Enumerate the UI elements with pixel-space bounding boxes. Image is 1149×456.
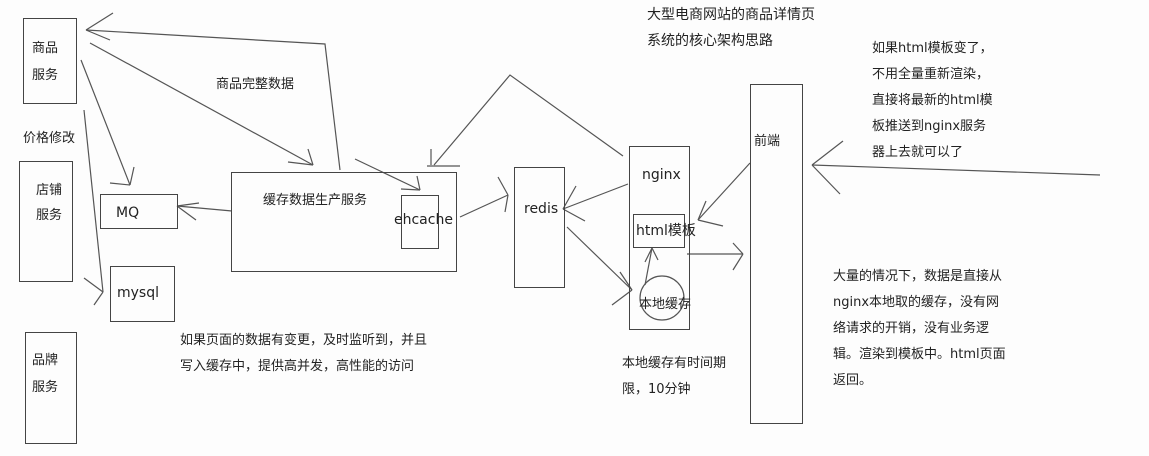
ehcache-box	[401, 195, 439, 249]
high-volume-note: 辑。渲染到模板中。html页面	[833, 347, 1006, 362]
local-cache-label: 本地缓存	[639, 297, 692, 312]
label: MQ	[116, 205, 140, 221]
template-change-note: 不用全量重新渲染，	[872, 67, 990, 82]
label: 品牌	[32, 353, 59, 368]
arrow-product-service-to-producer	[89, 42, 314, 166]
local-cache-ttl-line1: 本地缓存有时间期	[622, 356, 727, 371]
ehcache-label: ehcache	[394, 212, 453, 228]
arrow-ehcache-to-redis	[459, 176, 509, 218]
nginx-box: nginx	[629, 146, 690, 330]
arrow-local-cache-to-template	[644, 247, 659, 286]
label: mysql	[117, 285, 159, 301]
cache-update-note-line2: 写入缓存中，提供高并发，高性能的访问	[180, 359, 415, 374]
template-change-note: 直接将最新的html模	[872, 93, 993, 108]
local-cache-circle	[639, 275, 685, 321]
high-volume-note: 大量的情况下，数据是直接从	[833, 269, 1003, 284]
template-change-note: 如果html模板变了，	[872, 41, 993, 56]
arrow-price-change-to-mysql	[83, 109, 104, 306]
arrow-redis-to-local-cache	[566, 226, 633, 306]
cache-update-note-line1: 如果页面的数据有变更，及时监听到，并且	[180, 333, 428, 348]
html-template-box: html模板	[633, 214, 696, 248]
arrow-producer-to-mq	[176, 202, 233, 221]
product-service-box: 商品 服务	[23, 18, 77, 104]
redis-box: redis	[514, 167, 565, 288]
label: 服务	[32, 68, 59, 83]
label: redis	[524, 201, 559, 217]
diagram-title-line1: 大型电商网站的商品详情页	[647, 7, 815, 23]
local-cache-ttl-line2: 限，10分钟	[622, 382, 691, 397]
arrow-product-service-to-mq	[80, 59, 135, 186]
shop-service-box: 店铺 服务	[19, 161, 73, 282]
template-change-note: 板推送到nginx服务	[872, 119, 987, 134]
high-volume-note: 络请求的开销，没有业务逻	[833, 321, 990, 336]
arrow-frontend-to-template	[697, 162, 751, 227]
arrow-nginx-to-producer	[427, 74, 624, 167]
arrow-producer-to-product-service	[85, 12, 341, 171]
high-volume-note: nginx本地取的缓存，没有网	[833, 295, 1000, 310]
arrow-to-ehcache	[354, 158, 421, 191]
high-volume-note: 返回。	[833, 373, 873, 388]
mysql-box: mysql	[110, 266, 175, 322]
cache-producer-box: 缓存数据生产服务	[231, 172, 457, 272]
label: 服务	[36, 208, 63, 223]
brand-service-box: 品牌 服务	[25, 332, 77, 444]
label: html模板	[636, 223, 696, 239]
mq-box: MQ	[100, 194, 178, 229]
label: 服务	[32, 380, 59, 395]
label: 前端	[754, 134, 781, 149]
price-change-label: 价格修改	[23, 131, 76, 146]
diagram-title-line2: 系统的核心架构思路	[647, 33, 773, 49]
label: 店铺	[36, 183, 63, 198]
arrow-template-push	[811, 140, 1101, 195]
frontend-box: 前端	[750, 84, 803, 424]
label: 缓存数据生产服务	[263, 193, 368, 208]
template-change-note: 器上去就可以了	[872, 145, 964, 160]
full-product-data-label: 商品完整数据	[216, 77, 295, 92]
label: 商品	[32, 41, 59, 56]
arrow-nginx-to-frontend	[687, 242, 744, 271]
arrow-nginx-to-redis	[562, 183, 629, 222]
label: nginx	[642, 167, 681, 183]
